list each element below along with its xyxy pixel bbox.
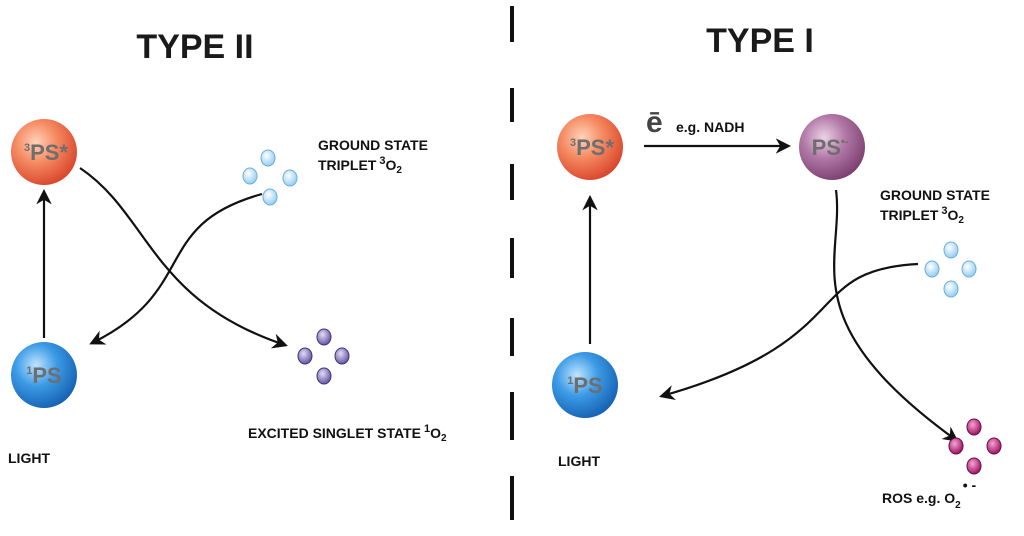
type-ii-title: TYPE II xyxy=(136,28,253,66)
ground-singlet-ps-node: 1PS xyxy=(11,342,77,408)
ground-state-label: GROUND STATE xyxy=(318,137,428,153)
electron-symbol: ē xyxy=(646,106,663,139)
svg-text:3PS*: 3PS* xyxy=(570,135,614,160)
ground-singlet-ps-node-right: 1PS xyxy=(552,352,618,418)
return-to-ground-arrow xyxy=(89,192,263,345)
ros-label: ROS e.g. O2• - xyxy=(882,477,976,511)
electron-example-label: e.g. NADH xyxy=(676,119,744,135)
light-label-right: LIGHT xyxy=(558,453,600,469)
svg-text:1PS: 1PS xyxy=(567,373,602,398)
ros-formation-arrow xyxy=(833,189,959,442)
svg-text:1PS: 1PS xyxy=(26,363,61,388)
ground-state-o2-molecules xyxy=(242,149,298,206)
svg-text:3PS*: 3PS* xyxy=(24,140,68,165)
excited-triplet-ps-node-right: 3PS* xyxy=(557,114,623,180)
light-label-left: LIGHT xyxy=(8,450,50,466)
energy-transfer-arrow xyxy=(79,167,288,349)
type-i-title: TYPE I xyxy=(706,22,814,60)
ground-state-o2-molecules-right xyxy=(924,241,977,298)
return-to-ground-arrow-right xyxy=(659,262,919,401)
singlet-o2-molecules xyxy=(297,328,350,385)
radical-ps-node: PS•- xyxy=(799,114,865,180)
ros-molecules xyxy=(948,418,1002,475)
ground-state-label-right: GROUND STATE xyxy=(880,187,990,203)
excited-triplet-ps-node: 3PS* xyxy=(11,119,77,185)
svg-text:PS•-: PS•- xyxy=(812,135,849,160)
